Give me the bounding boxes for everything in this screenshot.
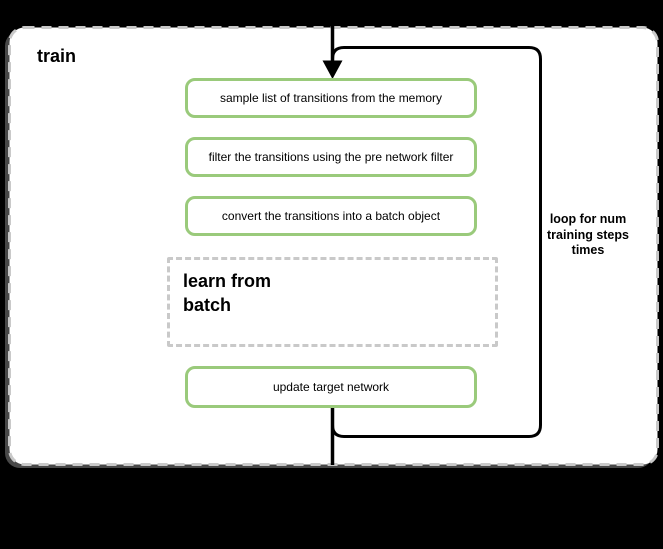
arrowhead-down-icon (322, 60, 343, 79)
node-filter-transitions-label: filter the transitions using the pre net… (208, 150, 454, 164)
node-learn-from-batch: learn from batch (167, 257, 498, 347)
container-title-train: train (37, 46, 77, 66)
node-sample-transitions: sample list of transitions from the memo… (185, 78, 477, 118)
node-convert-to-batch-label: convert the transitions into a batch obj… (221, 209, 441, 223)
node-convert-to-batch: convert the transitions into a batch obj… (185, 196, 477, 236)
loop-boundary (331, 46, 542, 438)
node-update-target-network-label: update target network (272, 380, 390, 394)
node-sample-transitions-label: sample list of transitions from the memo… (219, 91, 443, 105)
loop-annotation: loop for num training steps times (547, 212, 629, 257)
node-update-target-network: update target network (185, 366, 477, 408)
node-filter-transitions: filter the transitions using the pre net… (185, 137, 477, 177)
